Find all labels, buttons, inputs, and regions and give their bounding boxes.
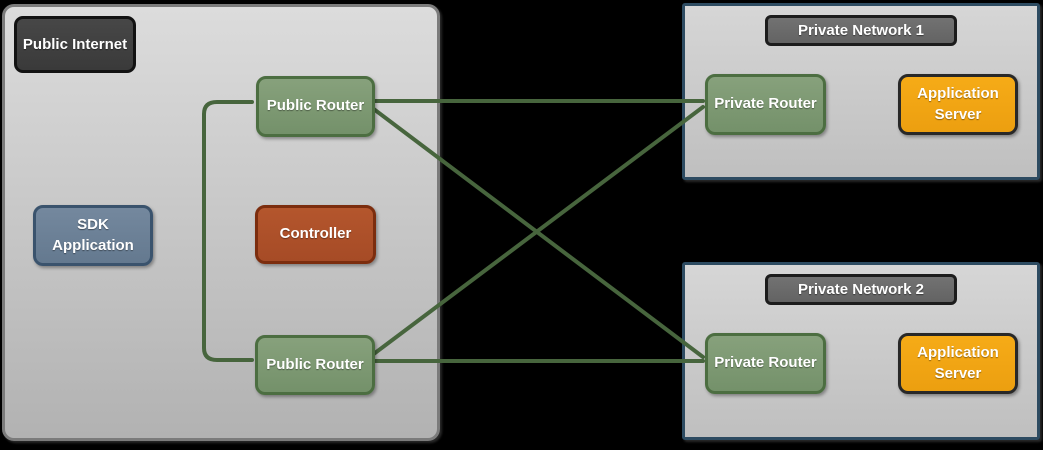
node-label: Public Router xyxy=(266,355,364,373)
node-application-server-1: Application Server xyxy=(898,74,1018,135)
zone-title-label: Private Network 1 xyxy=(798,21,924,39)
node-label: Private Router xyxy=(714,354,817,372)
node-label: Public Router xyxy=(266,97,365,115)
node-public-router-bottom: Public Router xyxy=(255,335,375,395)
zone-title-label: Public Internet xyxy=(22,35,128,53)
node-label: SDK Application xyxy=(52,216,134,254)
zone-title-label: Private Network 2 xyxy=(798,280,924,298)
node-label: Controller xyxy=(279,225,352,243)
node-private-router-1: Private Router xyxy=(705,74,826,135)
zone-private-network-1: Private Network 1 Private Router Applica… xyxy=(682,3,1040,180)
zone-public-internet: Public Internet SDK Application Controll… xyxy=(2,4,440,441)
zone-title-private-network-2: Private Network 2 xyxy=(765,274,957,305)
zone-title-public-internet: Public Internet xyxy=(14,16,136,73)
node-label: Private Router xyxy=(714,95,817,113)
node-application-server-2: Application Server xyxy=(898,333,1018,394)
node-label: Application Server xyxy=(917,85,999,123)
node-sdk-application: SDK Application xyxy=(33,205,153,266)
zone-private-network-2: Private Network 2 Private Router Applica… xyxy=(682,262,1040,440)
node-label: Application Server xyxy=(917,344,999,382)
zone-title-private-network-1: Private Network 1 xyxy=(765,15,957,46)
node-public-router-top: Public Router xyxy=(256,76,375,137)
node-private-router-2: Private Router xyxy=(705,333,826,394)
node-controller: Controller xyxy=(255,205,376,264)
